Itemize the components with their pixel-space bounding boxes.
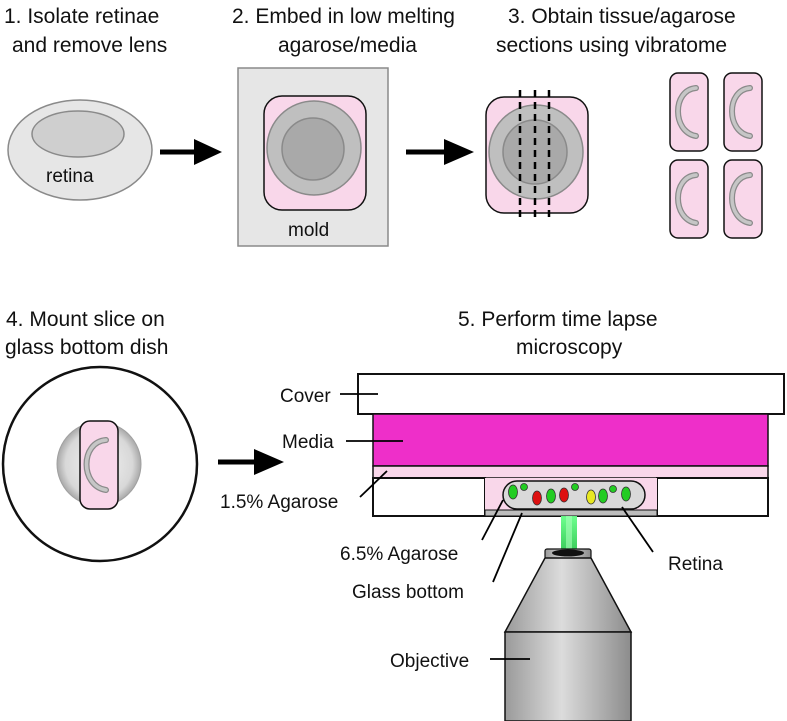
cell-green — [508, 484, 518, 500]
step3-title-line1: 3. Obtain tissue/agarose — [508, 5, 736, 28]
agarose-layer — [372, 465, 769, 479]
mold-label: mold — [288, 220, 329, 241]
step2-title-line1: 2. Embed in low melting — [232, 5, 455, 28]
arrow-step2-to-step3 — [406, 139, 474, 165]
step3-panel: 3. Obtain tissue/agarose sections using … — [485, 5, 763, 239]
step5-panel: 5. Perform time lapse microscopy — [220, 308, 785, 721]
media — [372, 413, 769, 467]
objective — [503, 548, 633, 721]
retina-label-scope: Retina — [668, 554, 723, 575]
step4-panel: 4. Mount slice on glass bottom dish — [1, 308, 199, 563]
cell-green — [609, 485, 617, 493]
step2-panel: 2. Embed in low melting agarose/media mo… — [232, 5, 455, 247]
glass-bottom — [484, 509, 658, 517]
agarose-high-label: 6.5% Agarose — [340, 544, 458, 565]
cell-green — [598, 488, 608, 504]
section-slice-1 — [669, 72, 709, 152]
media-label: Media — [282, 432, 334, 453]
step5-title-line2: microscopy — [516, 336, 623, 359]
step4-title-line1: 4. Mount slice on — [6, 308, 165, 331]
step2-title-line2: agarose/media — [278, 34, 417, 57]
section-slice-2 — [723, 72, 763, 152]
retina-disc — [31, 110, 125, 158]
cell-red — [559, 487, 569, 503]
step1-title-line2: and remove lens — [12, 34, 167, 57]
cover — [357, 373, 785, 415]
cell-green — [621, 486, 631, 502]
step1-panel: 1. Isolate retinae and remove lens retin… — [4, 5, 167, 201]
objective-label: Objective — [390, 651, 469, 672]
cell-green — [546, 488, 556, 504]
cell-yellow — [586, 489, 596, 505]
glass-bottom-label: Glass bottom — [352, 582, 464, 603]
arrow-step4-to-step5 — [218, 449, 284, 475]
retina-label: retina — [46, 166, 94, 187]
cover-label: Cover — [280, 386, 331, 407]
agarose-low-label: 1.5% Agarose — [220, 492, 338, 513]
step3-title-line2: sections using vibratome — [496, 34, 727, 57]
section-slice-4 — [723, 159, 763, 239]
cell-green — [520, 483, 528, 491]
arrow-step1-to-step2 — [160, 139, 222, 165]
eye-inner — [281, 117, 345, 181]
step5-title-line1: 5. Perform time lapse — [458, 308, 658, 331]
cell-red — [532, 490, 542, 506]
cell-green — [571, 483, 579, 491]
label-leader-lines — [340, 393, 654, 660]
step4-title-line2: glass bottom dish — [5, 336, 168, 359]
section-slice-3 — [669, 159, 709, 239]
mounted-slice — [79, 420, 119, 510]
labelled-cells — [508, 483, 631, 506]
step1-title-line1: 1. Isolate retinae — [4, 5, 159, 28]
vibratome-cut-lines — [518, 90, 551, 218]
